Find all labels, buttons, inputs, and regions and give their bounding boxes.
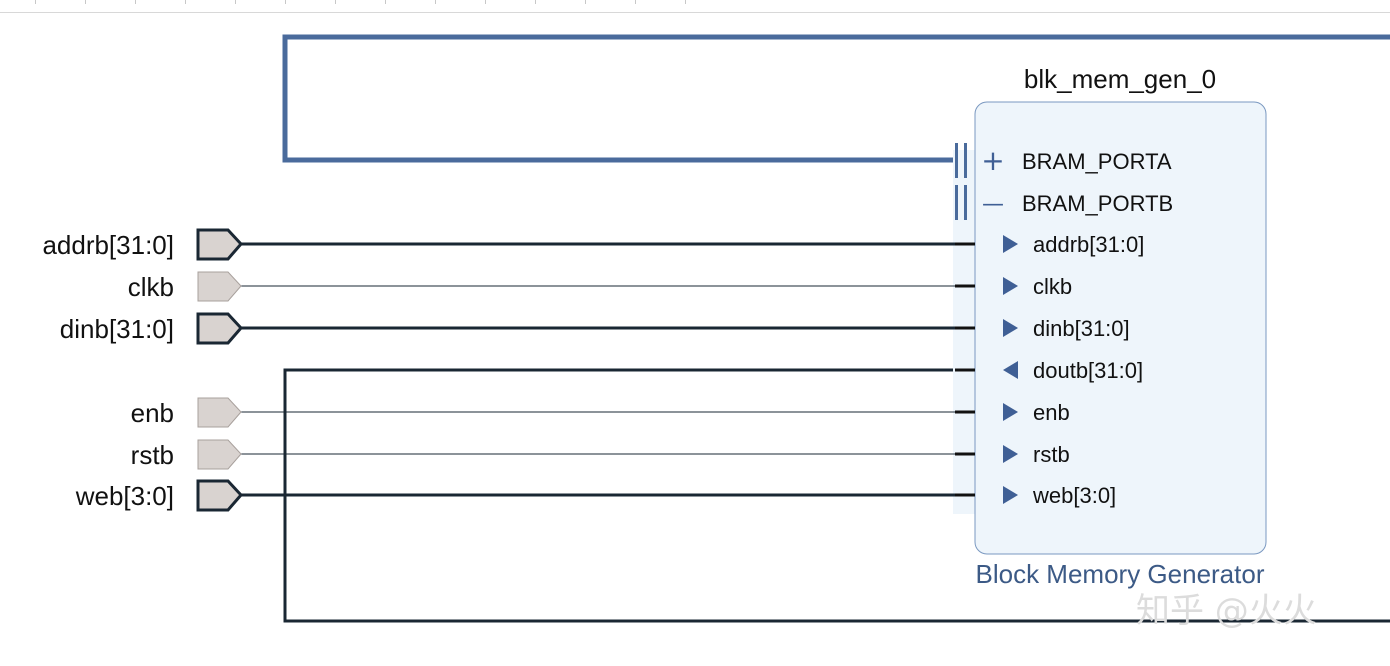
rstb-pin-input-arrow-icon xyxy=(1003,445,1018,463)
pin-label-enb: enb xyxy=(1033,400,1070,425)
port-web[interactable] xyxy=(196,479,244,512)
block-ip-name: Block Memory Generator xyxy=(976,559,1265,589)
watermark: 知乎 @火火 xyxy=(1136,591,1317,631)
port-label-dinb: dinb[31:0] xyxy=(60,314,174,344)
pin-label-rstb: rstb xyxy=(1033,442,1070,467)
bram-porta-interface-pin[interactable] xyxy=(955,143,967,178)
bram-porta-interface-wire[interactable] xyxy=(282,34,1390,163)
addrb-pin-input-arrow-icon xyxy=(1003,235,1018,253)
port-label-enb: enb xyxy=(131,398,174,428)
pin-label-addrb: addrb[31:0] xyxy=(1033,232,1144,257)
bram-portb-interface-pin[interactable] xyxy=(955,185,967,220)
port-dinb[interactable] xyxy=(196,312,244,345)
port-clkb[interactable] xyxy=(197,271,242,302)
port-label-clkb: clkb xyxy=(128,272,174,302)
pin-label-dinb: dinb[31:0] xyxy=(1033,316,1130,341)
bram-portb-label: BRAM_PORTB xyxy=(1022,191,1173,216)
port-rstb[interactable] xyxy=(197,439,242,470)
port-label-web: web[3:0] xyxy=(75,481,174,511)
port-label-rstb: rstb xyxy=(131,440,174,470)
pin-label-web: web[3:0] xyxy=(1032,483,1116,508)
port-addrb[interactable] xyxy=(196,228,244,261)
doutb-pin-output-arrow-icon xyxy=(1003,361,1018,379)
bram-porta-label: BRAM_PORTA xyxy=(1022,149,1172,174)
dinb-pin-input-arrow-icon xyxy=(1003,319,1018,337)
canvas-top-ruler xyxy=(0,0,1390,13)
port-enb[interactable] xyxy=(197,397,242,428)
web-pin-input-arrow-icon xyxy=(1003,486,1018,504)
pin-label-doutb: doutb[31:0] xyxy=(1033,358,1143,383)
pin-label-clkb: clkb xyxy=(1033,274,1072,299)
block-instance-name: blk_mem_gen_0 xyxy=(1024,64,1216,94)
bram-porta-expand-icon[interactable]: + xyxy=(981,144,1004,177)
enb-pin-input-arrow-icon xyxy=(1003,403,1018,421)
bram-portb-collapse-icon[interactable]: — xyxy=(982,192,1004,217)
port-label-addrb: addrb[31:0] xyxy=(42,230,174,260)
clkb-pin-input-arrow-icon xyxy=(1003,277,1018,295)
